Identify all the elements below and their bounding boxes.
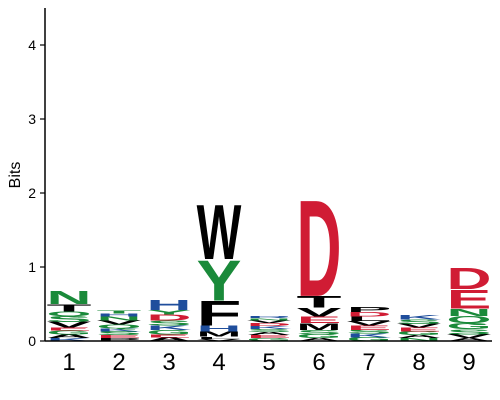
- y-tick-label: 1: [28, 259, 36, 275]
- residue-T-pos2: T: [97, 310, 142, 315]
- y-axis-ticks: 0 1 2 3 4: [28, 37, 45, 349]
- residue-M-pos4: M: [197, 330, 242, 338]
- y-tick-label: 4: [28, 37, 36, 53]
- y-tick-label: 0: [28, 333, 36, 349]
- residue-E-pos2: E: [97, 334, 142, 339]
- residue-H-pos2: H: [96, 313, 141, 318]
- y-tick-label: 2: [28, 185, 36, 201]
- residue-V-pos8: V: [397, 323, 442, 329]
- residue-S-pos7: S: [347, 329, 392, 335]
- residue-R-pos5: R: [246, 315, 291, 318]
- residue-E-pos3: E: [147, 334, 192, 339]
- residue-G-pos9: G: [447, 322, 492, 331]
- residue-D-pos6: D: [297, 171, 342, 326]
- x-tick-label: 3: [162, 349, 175, 376]
- residue-E-pos5: E: [247, 334, 292, 339]
- residue-S-pos6: S: [296, 329, 341, 336]
- residue-D-pos3: D: [147, 313, 192, 322]
- residue-H-pos4: H: [197, 324, 242, 333]
- residue-E-pos9: E: [447, 284, 492, 314]
- residue-G-pos3: G: [147, 329, 192, 336]
- residue-F-pos4: F: [197, 295, 242, 334]
- residue-Y-pos3: Y: [146, 309, 191, 316]
- residue-V-pos2: V: [97, 319, 142, 326]
- residue-T-pos6: T: [296, 293, 342, 311]
- residue-K-pos2: K: [96, 328, 141, 333]
- residue-G-pos5: G: [246, 337, 291, 342]
- chart-axes: [44, 8, 492, 342]
- x-tick-label: 4: [212, 349, 225, 376]
- residue-G-pos6: G: [297, 333, 342, 339]
- residue-A-pos1: A: [47, 334, 92, 340]
- residue-Y-pos4: Y: [197, 249, 242, 313]
- residue-Q-pos1: Q: [47, 310, 92, 317]
- residue-K-pos3: K: [147, 324, 192, 331]
- residue-G-pos8: G: [397, 330, 442, 336]
- residue-D-pos5: D: [246, 323, 291, 328]
- residue-L-pos7: L: [347, 316, 392, 323]
- residue-V-pos6: V: [297, 306, 342, 320]
- residue-V-pos9: V: [447, 334, 492, 340]
- residue-S-pos2: S: [97, 331, 142, 337]
- residue-A-pos8: A: [396, 334, 441, 339]
- residue-K-pos8: K: [397, 314, 442, 321]
- residue-D-pos9: D: [447, 262, 492, 296]
- residue-V-pos1: V: [47, 320, 92, 329]
- residue-P-pos7: P: [347, 306, 392, 314]
- residue-S-pos5: S: [247, 329, 292, 334]
- residue-N-pos1: N: [47, 287, 92, 308]
- residue-E-pos6: E: [297, 315, 342, 325]
- y-axis-label: Bits: [7, 162, 24, 189]
- x-tick-label: 5: [262, 349, 275, 376]
- residue-E-pos7: E: [346, 324, 391, 331]
- x-tick-label: 9: [462, 349, 475, 376]
- residue-K-pos1: K: [46, 337, 91, 342]
- residue-S-pos1: S: [46, 315, 91, 324]
- residue-S-pos9: S: [447, 328, 492, 336]
- residue-S-pos3: S: [147, 319, 192, 327]
- residue-N-pos5: N: [246, 318, 291, 321]
- residue-A-pos9: A: [446, 337, 491, 342]
- x-axis-ticks: 1 2 3 4 5 6 7 8 9: [62, 349, 475, 376]
- residue-E-pos1: E: [47, 327, 92, 332]
- residue-E-pos8: E: [397, 327, 442, 333]
- residue-K-pos5: K: [246, 326, 291, 331]
- residue-A-pos3: A: [147, 336, 192, 342]
- residue-V-pos7: V: [347, 320, 392, 327]
- x-tick-label: 8: [412, 349, 425, 376]
- logo-letters: KAGEVSQTNPESKQVNHTAEGKSDYHVLMHFYWGEASKDV…: [46, 171, 491, 342]
- residue-A-pos6: A: [296, 337, 341, 342]
- residue-Q-pos2: Q: [97, 324, 142, 330]
- residue-S-pos8: S: [396, 319, 441, 326]
- residue-G-pos7: G: [347, 336, 392, 342]
- residue-H-pos3: H: [147, 297, 192, 313]
- residue-A-pos5: A: [246, 331, 291, 336]
- residue-K-pos7: K: [347, 333, 392, 339]
- residue-V-pos4: V: [197, 338, 242, 341]
- residue-T-pos1: T: [47, 302, 92, 314]
- residue-G-pos1: G: [47, 330, 92, 336]
- residue-V-pos5: V: [247, 320, 292, 325]
- x-tick-label: 1: [62, 349, 75, 376]
- residue-W-pos4: W: [197, 189, 242, 276]
- residue-M-pos6: M: [297, 322, 342, 332]
- residue-L-pos4: L: [197, 336, 242, 339]
- x-tick-label: 2: [112, 349, 125, 376]
- residue-D-pos7: D: [347, 311, 392, 318]
- y-tick-label: 3: [28, 111, 36, 127]
- residue-N-pos9: N: [446, 307, 491, 318]
- residue-P-pos2: P: [97, 337, 142, 342]
- residue-Q-pos9: Q: [447, 314, 492, 326]
- x-tick-label: 6: [312, 349, 325, 376]
- residue-N-pos8: N: [396, 337, 441, 342]
- x-tick-label: 7: [362, 349, 375, 376]
- residue-N-pos2: N: [97, 316, 142, 322]
